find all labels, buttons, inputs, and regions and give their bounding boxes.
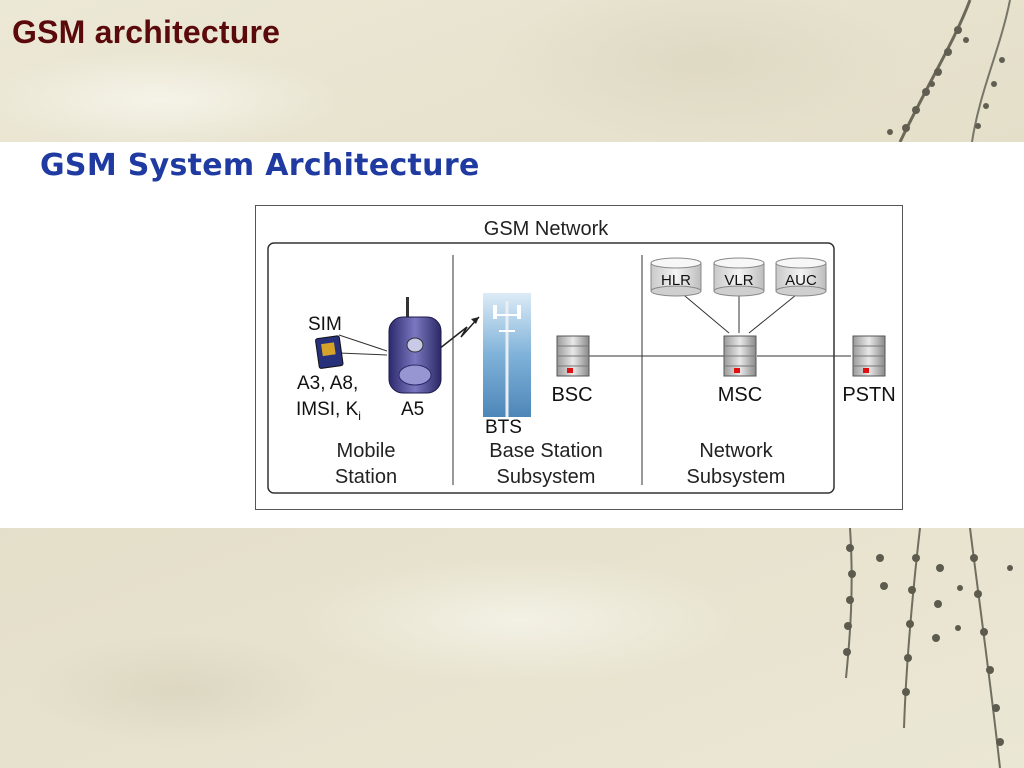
pstn-server-icon [852, 335, 886, 377]
content-heading: GSM System Architecture [40, 148, 480, 183]
bts-tower-icon [483, 293, 531, 417]
ms-params-line2: IMSI, Ki [296, 399, 361, 423]
sim-card-icon [315, 335, 344, 369]
section-bss-line1: Base Station [489, 440, 602, 462]
hlr-label: HLR [661, 272, 691, 289]
sim-label: SIM [308, 314, 342, 335]
gsm-network-box [267, 242, 835, 494]
a5-label: A5 [401, 399, 424, 420]
slide-title: GSM architecture [12, 14, 281, 50]
content-panel: GSM System Architecture [0, 142, 1024, 528]
pstn-label: PSTN [842, 384, 895, 406]
link-sim-phone-b [338, 352, 388, 356]
gsm-network-label: GSM Network [484, 218, 609, 240]
mobile-phone-icon [388, 297, 442, 394]
msc-server-icon [723, 335, 757, 377]
section-bss-line2: Subsystem [497, 466, 596, 488]
branch-decoration-top [887, 0, 1011, 142]
auc-label: AUC [785, 272, 817, 289]
ms-params-line1: A3, A8, [297, 373, 358, 394]
vlr-label: VLR [724, 272, 753, 289]
section-nss-line1: Network [699, 440, 773, 462]
bsc-server-icon [556, 335, 590, 377]
branch-decoration-bottom [843, 528, 1013, 768]
section-ms-line1: Mobile [337, 440, 396, 462]
section-ms-line2: Station [335, 466, 397, 488]
bts-label: BTS [485, 417, 522, 438]
section-nss-line2: Subsystem [687, 466, 786, 488]
bsc-label: BSC [551, 384, 592, 406]
radio-link-icon [438, 316, 480, 350]
hlr-database-icon [650, 257, 702, 297]
link-sim-phone-a [338, 334, 388, 352]
msc-label: MSC [718, 384, 762, 406]
link-auc-msc [748, 290, 802, 334]
vlr-database-icon [713, 257, 765, 297]
gsm-architecture-diagram: GSM Network SIM A3, A8, IMSI, Ki A5 Mobi… [255, 205, 903, 510]
auc-database-icon [775, 257, 827, 297]
link-hlr-msc [678, 290, 730, 334]
